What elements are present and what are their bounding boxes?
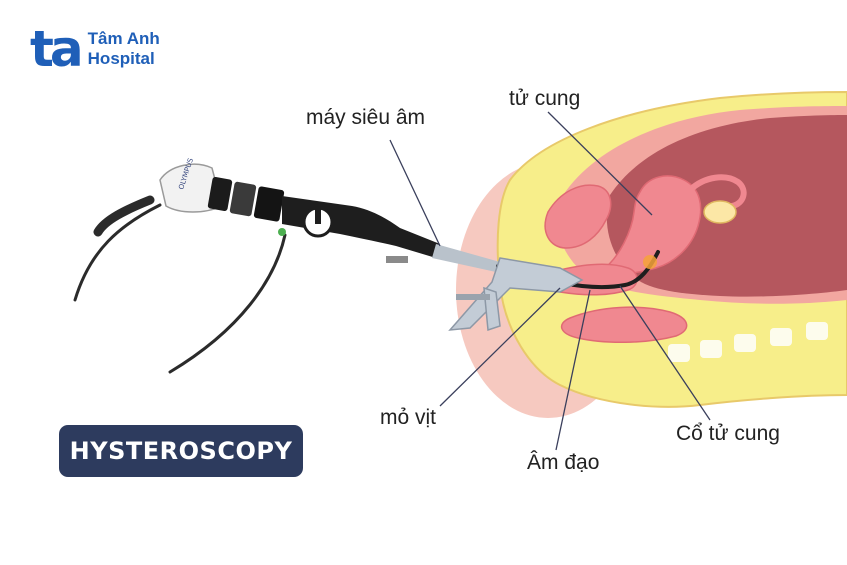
label-cervix: Cổ tử cung [676, 422, 780, 445]
scope-cables [73, 195, 287, 374]
spine [668, 322, 828, 362]
coupler-2 [229, 181, 257, 217]
scope-sheath [432, 244, 500, 272]
logo-text: Tâm Anh Hospital [88, 29, 160, 69]
logo-line-1: Tâm Anh [87, 29, 160, 48]
logo-mark: ta [30, 20, 84, 78]
logo-line-2: Hospital [87, 49, 155, 68]
valve-handle [315, 206, 321, 224]
bladder [544, 184, 612, 249]
leader-speculum [439, 287, 561, 407]
scope-light [643, 255, 657, 269]
pelvic-anatomy [456, 90, 847, 418]
cable-connector [278, 228, 286, 236]
leader-uterus [547, 111, 653, 216]
leader-ultrasound [389, 139, 441, 247]
leader-cervix [619, 285, 711, 421]
fallopian-tube [687, 174, 747, 209]
rectum [560, 306, 688, 343]
coupler-1 [207, 176, 233, 212]
label-speculum: mỏ vịt [380, 406, 437, 429]
ovary [703, 200, 737, 224]
procedure-badge: HYSTEROSCOPY [59, 425, 303, 477]
leader-lines [389, 111, 711, 451]
hospital-logo: ta Tâm Anh Hospital [30, 20, 160, 78]
eyepiece [253, 186, 285, 222]
speculum [448, 257, 584, 332]
label-vagina: Âm đạo [527, 451, 600, 474]
leader-vagina [555, 289, 591, 451]
speculum-screw [456, 294, 490, 300]
label-ultrasound: máy siêu âm [306, 106, 426, 129]
side-port [386, 256, 408, 263]
uterus-body [598, 175, 702, 275]
label-uterus: tử cung [509, 87, 581, 110]
